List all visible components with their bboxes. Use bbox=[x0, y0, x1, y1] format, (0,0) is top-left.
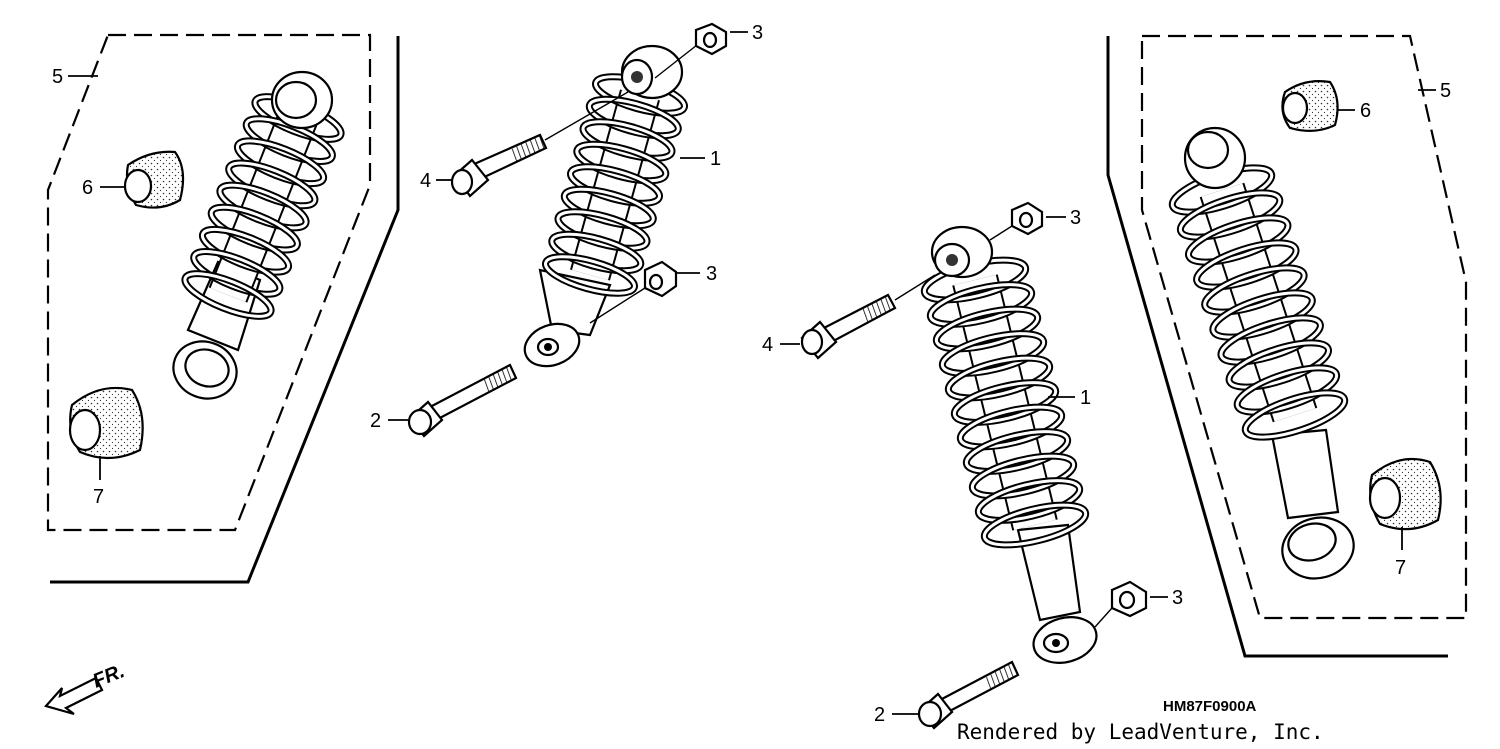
left-kit-group: 5 6 7 bbox=[46, 33, 400, 584]
front-arrow-icon bbox=[44, 676, 104, 716]
bushing-upper-right bbox=[1281, 80, 1339, 132]
callout-bushing-lower-left: 7 bbox=[93, 486, 104, 508]
right-kit-group: 5 6 7 bbox=[1106, 34, 1468, 658]
callout-nut-2b: 3 bbox=[1172, 587, 1183, 609]
shock-assembly-1: 3 3 1 4 2 bbox=[370, 22, 763, 438]
shock-assembly-2: 3 3 1 4 2 bbox=[762, 201, 1183, 730]
callout-shock-2: 1 bbox=[1080, 387, 1091, 409]
bushing-lower-right bbox=[1368, 457, 1442, 531]
callout-bushing-lower-right: 7 bbox=[1395, 557, 1406, 579]
bolt-upper-1 bbox=[450, 133, 548, 198]
callout-bolt-lower-2: 2 bbox=[874, 704, 885, 726]
right-kit-shock bbox=[1168, 126, 1355, 580]
callout-kit-left: 5 bbox=[52, 66, 63, 88]
right-kit-dashed-outline bbox=[1140, 34, 1468, 620]
bushing-lower-left bbox=[68, 386, 144, 460]
callout-nut-1a: 3 bbox=[752, 22, 763, 44]
callout-shock-1: 1 bbox=[710, 148, 721, 170]
callout-bolt-upper-2: 4 bbox=[762, 334, 773, 356]
left-kit-frame bbox=[50, 36, 400, 584]
nut-top-1 bbox=[694, 22, 728, 56]
callout-bolt-lower-1: 2 bbox=[370, 410, 381, 432]
callout-nut-1b: 3 bbox=[706, 263, 717, 285]
bolt-lower-1 bbox=[407, 363, 518, 438]
diagram-reference-code: HM87F0900A bbox=[1163, 698, 1257, 715]
left-kit-dashed-outline bbox=[46, 33, 372, 532]
nut-mid-1 bbox=[643, 260, 678, 298]
callout-bushing-upper-right: 6 bbox=[1360, 100, 1371, 122]
credit-line: Rendered by LeadVenture, Inc. bbox=[957, 720, 1324, 744]
nut-bottom-2 bbox=[1110, 580, 1148, 618]
nut-top-2 bbox=[1010, 201, 1044, 236]
bolt-upper-2 bbox=[800, 293, 897, 360]
callout-bushing-upper-left: 6 bbox=[82, 177, 93, 199]
bolt-lower-2 bbox=[917, 660, 1020, 730]
callout-nut-2a: 3 bbox=[1070, 207, 1081, 229]
left-kit-shock bbox=[172, 70, 345, 400]
callout-kit-right: 5 bbox=[1440, 80, 1451, 102]
bushing-upper-left bbox=[123, 150, 185, 209]
front-direction-indicator: FR. bbox=[44, 660, 128, 716]
front-label: FR. bbox=[90, 660, 128, 692]
callout-bolt-upper-1: 4 bbox=[420, 170, 431, 192]
right-kit-frame bbox=[1106, 36, 1448, 658]
